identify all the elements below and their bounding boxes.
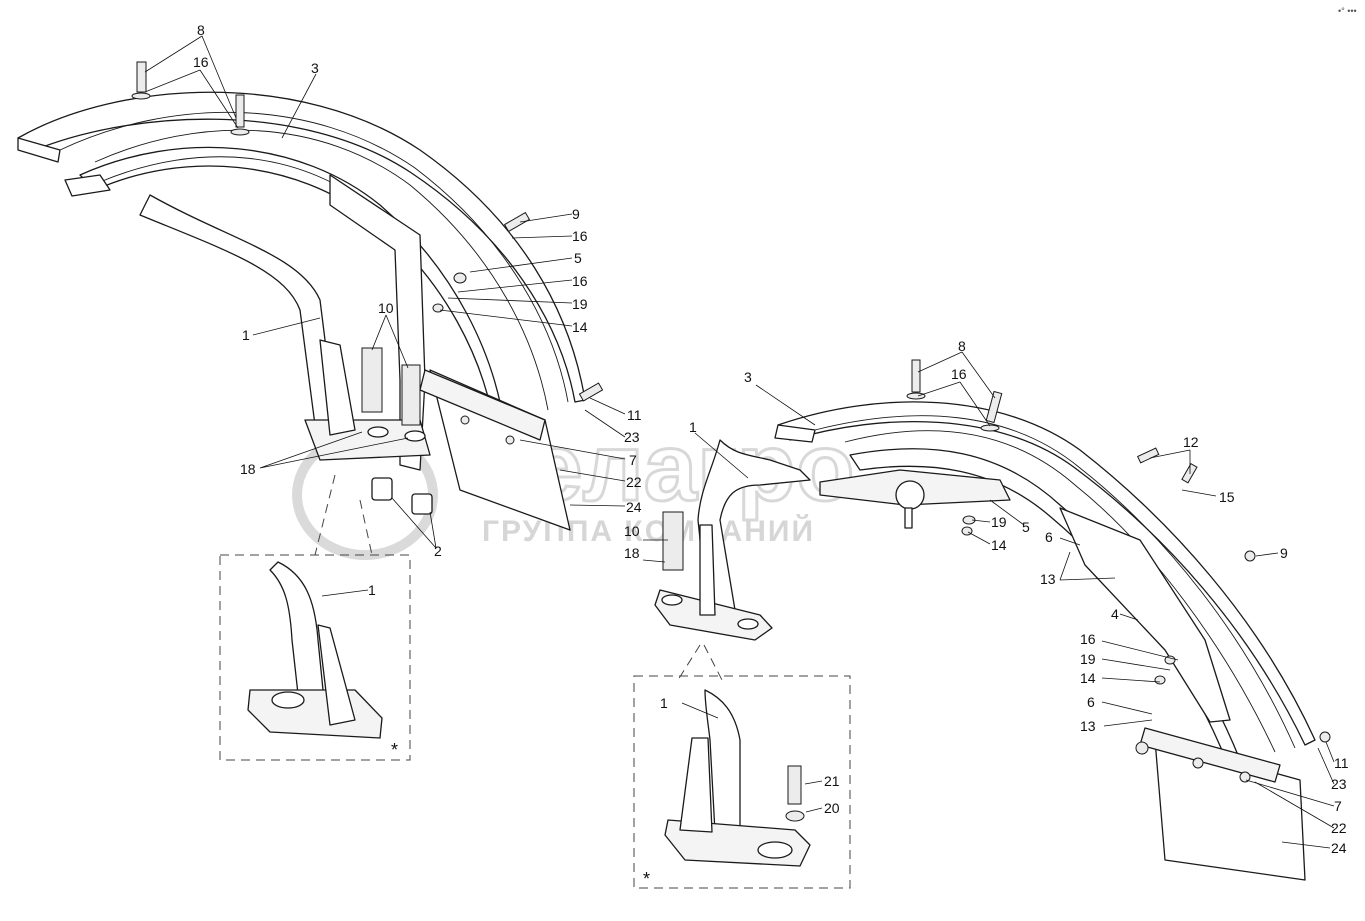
left-inset: 1 * (219, 554, 411, 761)
r-callout-16b: 16 (1080, 631, 1096, 647)
r-callout-23: 23 (1331, 776, 1347, 792)
callout-16: 16 (572, 228, 588, 244)
r-callout-13: 13 (1040, 571, 1056, 587)
inset2-callout-20: 20 (824, 800, 840, 816)
r-callout-6: 6 (1045, 529, 1053, 545)
callout-19: 19 (572, 296, 588, 312)
inset2-asterisk: * (643, 869, 650, 889)
r-callout-13b: 13 (1080, 718, 1096, 734)
callout-16: 16 (572, 273, 588, 289)
inset-asterisk: * (391, 740, 398, 760)
r-callout-4: 4 (1111, 606, 1119, 622)
callout-23: 23 (624, 429, 640, 445)
center-callout-1: 1 (689, 419, 697, 435)
r-callout-11: 11 (1334, 755, 1349, 771)
left-fender-assembly (17, 61, 604, 556)
r-callout-24: 24 (1331, 840, 1347, 856)
center-inset: 1 21 20 * (633, 675, 851, 889)
right-callouts: 8 3 16 12 15 19 5 14 6 9 13 4 16 19 14 6… (744, 338, 1349, 856)
center-callout-18: 18 (624, 545, 640, 561)
callout-11: 11 (627, 407, 642, 423)
corner-mark: •° ••• (1338, 6, 1357, 16)
r-callout-6b: 6 (1087, 694, 1095, 710)
callout-2: 2 (434, 543, 442, 559)
r-callout-12: 12 (1183, 434, 1199, 450)
r-callout-14b: 14 (1080, 670, 1096, 686)
watermark-tagline: ГРУППА КОМПАНИЙ (482, 514, 815, 548)
r-callout-16: 16 (951, 366, 967, 382)
r-callout-22: 22 (1331, 820, 1347, 836)
callout-8: 8 (197, 22, 205, 38)
callout-14: 14 (572, 319, 588, 335)
r-callout-19b: 19 (1080, 651, 1096, 667)
r-callout-15: 15 (1219, 489, 1235, 505)
r-callout-3: 3 (744, 369, 752, 385)
r-callout-8: 8 (958, 338, 966, 354)
inset-callout-1: 1 (368, 582, 376, 598)
callout-7: 7 (629, 452, 637, 468)
right-fender-assembly (774, 359, 1331, 881)
callout-24: 24 (626, 499, 642, 515)
r-callout-19: 19 (991, 514, 1007, 530)
inset2-callout-1: 1 (660, 695, 668, 711)
callout-18: 18 (240, 461, 256, 477)
callout-3: 3 (311, 60, 319, 76)
center-callout-10: 10 (624, 523, 640, 539)
r-callout-7: 7 (1334, 798, 1342, 814)
callout-10: 10 (378, 300, 394, 316)
callout-16: 16 (193, 54, 209, 70)
center-bracket: 1 10 18 (624, 419, 811, 681)
left-callouts: 8 16 3 9 16 5 16 19 14 1 10 11 23 7 18 2… (144, 22, 642, 559)
inset2-callout-21: 21 (824, 773, 840, 789)
callout-22: 22 (626, 474, 642, 490)
callout-5: 5 (574, 250, 582, 266)
callout-1: 1 (242, 327, 250, 343)
r-callout-14: 14 (991, 537, 1007, 553)
r-callout-5: 5 (1022, 519, 1030, 535)
callout-9: 9 (572, 206, 580, 222)
r-callout-9: 9 (1280, 545, 1288, 561)
